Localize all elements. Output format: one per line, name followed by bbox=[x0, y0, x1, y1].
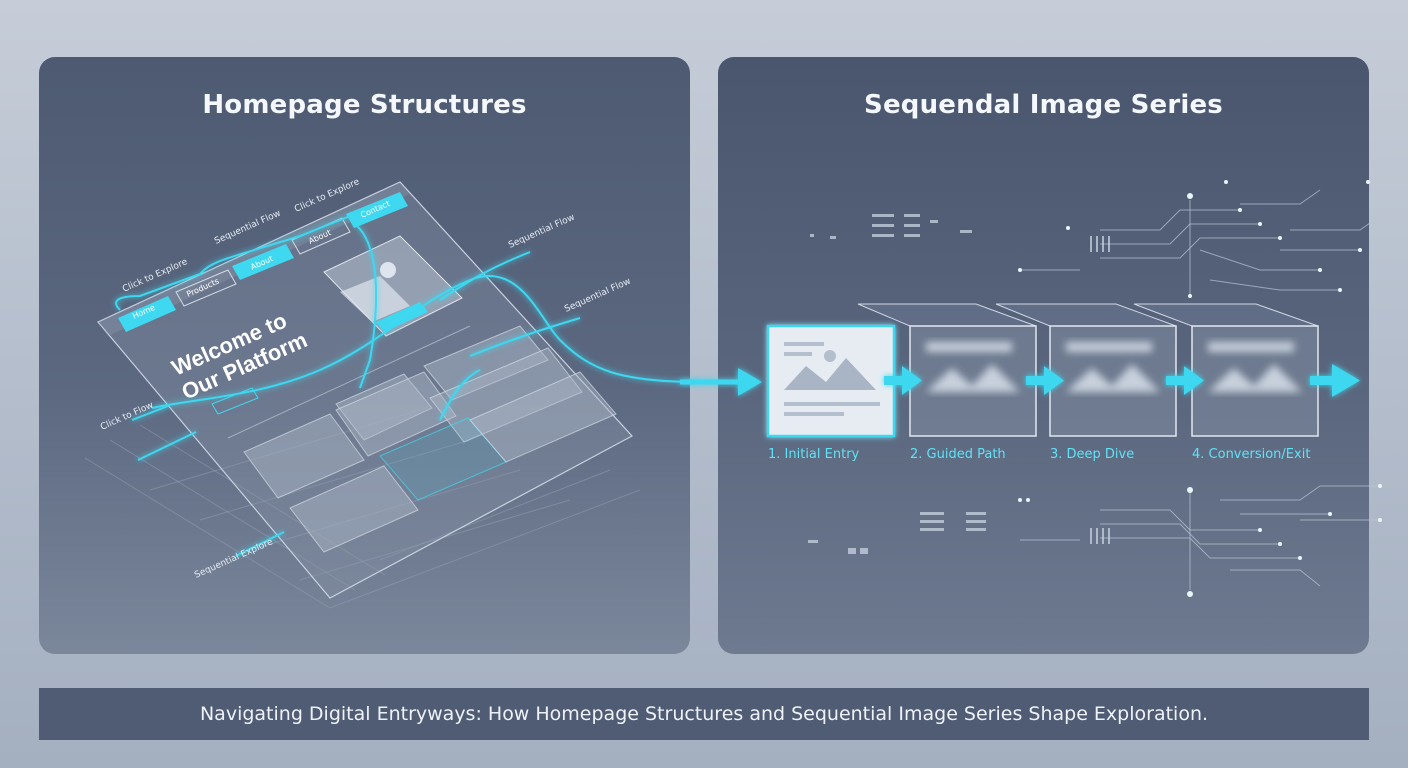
content-cards bbox=[243, 325, 617, 553]
frame-deep-dive bbox=[1049, 325, 1177, 437]
frame-guided-path bbox=[909, 325, 1037, 437]
nav-about-button-1 bbox=[232, 244, 294, 280]
hero-image-placeholder bbox=[323, 235, 463, 337]
circuit-decoration-bottom bbox=[1020, 485, 1380, 590]
content-card bbox=[469, 371, 617, 463]
ground-grid bbox=[84, 409, 641, 609]
circuit-decoration-top bbox=[1020, 189, 1381, 296]
wireframe-illustration: Home Products About About Contact Welcom… bbox=[84, 177, 701, 609]
nav-contact-button bbox=[346, 192, 408, 228]
sequence-frames: 1. Initial Entry 2. Guided Path 3. Deep … bbox=[766, 303, 1360, 462]
annotation-click-to-flow: Click to Flow bbox=[99, 401, 155, 433]
circuit-dots-bottom bbox=[1018, 484, 1382, 597]
content-card bbox=[289, 465, 419, 553]
step-label-initial-entry: 1. Initial Entry bbox=[768, 447, 860, 462]
nav-home-button bbox=[118, 296, 176, 332]
flow-arrows bbox=[115, 211, 701, 557]
frame-conversion-exit bbox=[1191, 325, 1319, 437]
content-card bbox=[335, 373, 433, 441]
step-arrows bbox=[884, 364, 1360, 397]
frame-initial-entry bbox=[766, 324, 896, 438]
annotation-sequential-flow-right-1: Sequential Flow bbox=[507, 213, 576, 251]
annotation-sequential-flow-right-2: Sequential Flow bbox=[563, 277, 632, 315]
panel-connector-arrow bbox=[680, 368, 762, 396]
content-card bbox=[335, 371, 457, 457]
wireframe-nav: Home Products About About Contact bbox=[118, 192, 408, 332]
frame-box-tops bbox=[857, 303, 1319, 327]
nav-products-button bbox=[175, 269, 237, 307]
homepage-structures-panel bbox=[39, 57, 690, 654]
step-label-conversion-exit: 4. Conversion/Exit bbox=[1192, 447, 1310, 462]
content-card bbox=[243, 413, 365, 499]
step-label-deep-dive: 3. Deep Dive bbox=[1050, 447, 1134, 462]
circuit-bars-top bbox=[810, 214, 1110, 252]
hero-cta-button bbox=[376, 302, 428, 332]
homepage-structures-title: Homepage Structures bbox=[202, 90, 527, 120]
caption-text: Navigating Digital Entryways: How Homepa… bbox=[199, 703, 1209, 725]
caption-bar: Navigating Digital Entryways: How Homepa… bbox=[39, 688, 1369, 740]
annotation-sequential-explore: Sequential Explore bbox=[193, 537, 275, 581]
circuit-bars-bottom bbox=[808, 512, 1110, 554]
circuit-dots-top bbox=[1018, 180, 1370, 298]
sequential-image-series-title: Sequendal Image Series bbox=[864, 90, 1223, 120]
step-label-guided-path: 2. Guided Path bbox=[910, 447, 1006, 462]
content-card bbox=[423, 325, 549, 401]
